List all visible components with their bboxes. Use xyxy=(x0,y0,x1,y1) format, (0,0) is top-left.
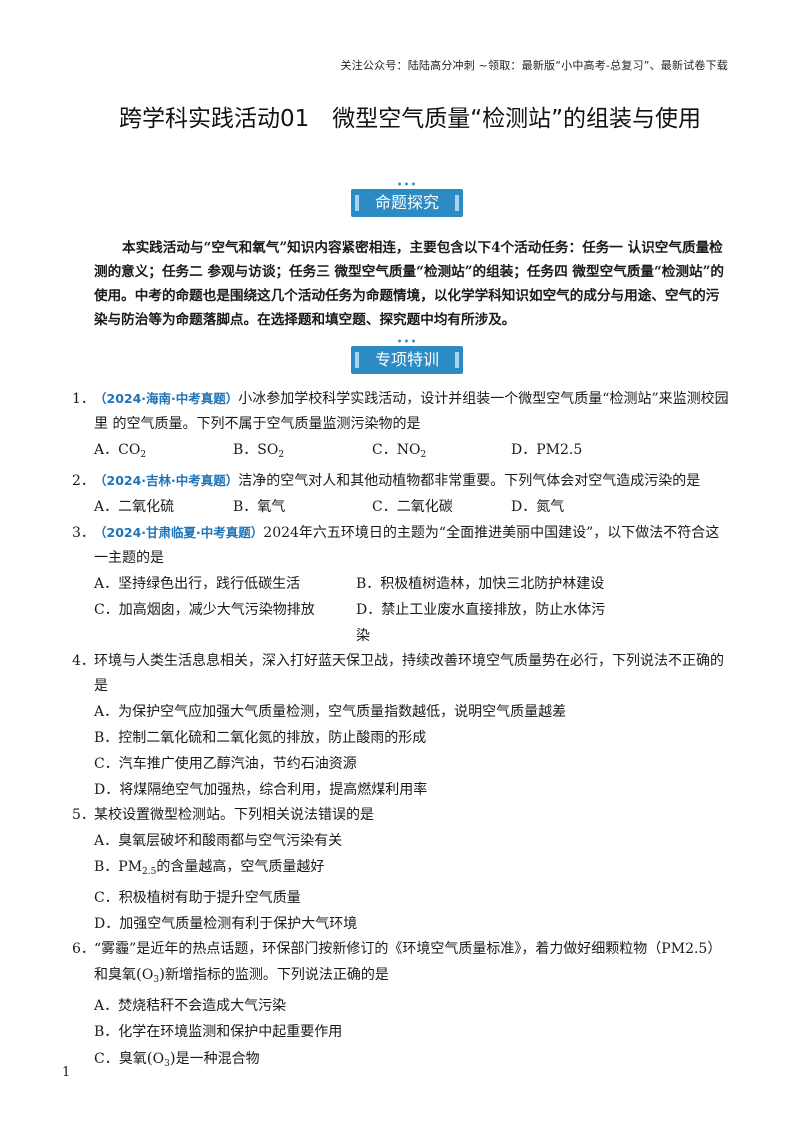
section-banner-exploration: ••• 命题探究 xyxy=(351,180,463,217)
banner-label: 专项特训 xyxy=(351,346,463,374)
question-stem: “雾霾”是近年的热点话题，环保部门按新修订的《环境空气质量标准》，着力做好细颗粒… xyxy=(94,941,722,985)
question-source: （2024·海南·中考真题） xyxy=(94,391,239,406)
option-a: A．为保护空气应加强大气质量检测，空气质量指数越低，说明空气质量越差 xyxy=(94,704,567,720)
option-a: A．二氧化硫 xyxy=(94,499,175,515)
question-5: 5．某校设置微型检测站。下列相关说法错误的是 A．臭氧层破坏和酸雨都与空气污染有… xyxy=(72,803,732,937)
intro-paragraph: 本实践活动与“空气和氧气”知识内容紧密相连，主要包含以下4个活动任务：任务一 认… xyxy=(94,240,725,328)
question-list: 1．（2024·海南·中考真题）小冰参加学校科学实践活动，设计并组装一个微型空气… xyxy=(72,386,732,1077)
option-b: B．SO2 xyxy=(233,442,285,460)
question-6: 6．“雾霾”是近年的热点话题，环保部门按新修订的《环境空气质量标准》，着力做好细… xyxy=(72,937,732,1077)
option-d: D．加强空气质量检测有利于保护大气环境 xyxy=(94,916,358,932)
option-c: C．二氧化碳 xyxy=(372,499,453,515)
page-title: 跨学科实践活动01 微型空气质量“检测站”的组装与使用 xyxy=(118,106,702,132)
banner-label: 命题探究 xyxy=(351,189,463,217)
option-a: A．焚烧秸秆不会造成大气污染 xyxy=(94,998,287,1014)
question-stem: 小冰参加学校科学实践活动，设计并组装一个微型空气质量“检测站”来监测校园里 的空… xyxy=(94,391,729,432)
option-c: C．加高烟囱，减少大气污染物排放 xyxy=(94,602,315,618)
question-stem: 环境与人类生活息息相关，深入打好蓝天保卫战，持续改善环境空气质量势在必行，下列说… xyxy=(94,653,724,694)
option-d: D．氮气 xyxy=(511,499,565,515)
option-b: B．化学在环境监测和保护中起重要作用 xyxy=(94,1024,343,1040)
option-b: B．积极植树造林，加快三北防护林建设 xyxy=(356,576,605,592)
option-c: C．NO2 xyxy=(372,442,427,460)
question-3: 3．（2024·甘肃临夏·中考真题）2024年六五环境日的主题为“全面推进美丽中… xyxy=(72,520,732,649)
header-note: 关注公众号：陆陆高分冲刺 ~领取：最新版“小中高考-总复习”、最新试卷下载 xyxy=(340,59,728,72)
question-2: 2．（2024·吉林·中考真题）洁净的空气对人和其他动植物都非常重要。下列气体会… xyxy=(72,468,732,520)
question-number: 2． xyxy=(72,473,95,489)
question-number: 4． xyxy=(72,653,95,669)
option-a: A．坚持绿色出行，践行低碳生活 xyxy=(94,576,301,592)
question-stem: 某校设置微型检测站。下列相关说法错误的是 xyxy=(94,807,374,823)
question-4: 4．环境与人类生活息息相关，深入打好蓝天保卫战，持续改善环境空气质量势在必行，下… xyxy=(72,649,732,803)
banner-dots-icon: ••• xyxy=(396,180,418,191)
option-d: D．将煤隔绝空气加强热，综合利用，提高燃煤利用率 xyxy=(94,782,428,798)
section-banner-training: ••• 专项特训 xyxy=(351,337,463,374)
option-c: C．臭氧(O3)是一种混合物 xyxy=(94,1049,260,1069)
question-1: 1．（2024·海南·中考真题）小冰参加学校科学实践活动，设计并组装一个微型空气… xyxy=(72,386,732,468)
question-source: （2024·甘肃临夏·中考真题） xyxy=(94,525,264,540)
option-d: D．禁止工业废水直接排放，防止水体污染 xyxy=(356,602,606,644)
option-b: B．PM2.5的含量越高，空气质量越好 xyxy=(94,859,325,877)
question-number: 6． xyxy=(72,941,95,957)
question-stem: 2024年六五环境日的主题为“全面推进美丽中国建设”，以下做法不符合这一主题的是 xyxy=(94,525,720,566)
option-a: A．CO2 xyxy=(94,442,147,460)
question-number: 5． xyxy=(72,807,95,823)
option-a: A．臭氧层破坏和酸雨都与空气污染有关 xyxy=(94,833,343,849)
option-b: B．氧气 xyxy=(233,499,286,515)
page-number: 1 xyxy=(62,1065,71,1080)
question-number: 1． xyxy=(72,391,95,407)
question-source: （2024·吉林·中考真题） xyxy=(94,473,239,488)
option-c: C．积极植树有助于提升空气质量 xyxy=(94,890,301,906)
question-stem: 洁净的空气对人和其他动植物都非常重要。下列气体会对空气造成污染的是 xyxy=(238,473,701,489)
option-c: C．汽车推广使用乙醇汽油，节约石油资源 xyxy=(94,756,357,772)
option-d: D．PM2.5 xyxy=(511,442,583,458)
option-b: B．控制二氧化硫和二氧化氮的排放，防止酸雨的形成 xyxy=(94,730,427,746)
banner-dots-icon: ••• xyxy=(396,337,418,348)
question-number: 3． xyxy=(72,525,95,541)
